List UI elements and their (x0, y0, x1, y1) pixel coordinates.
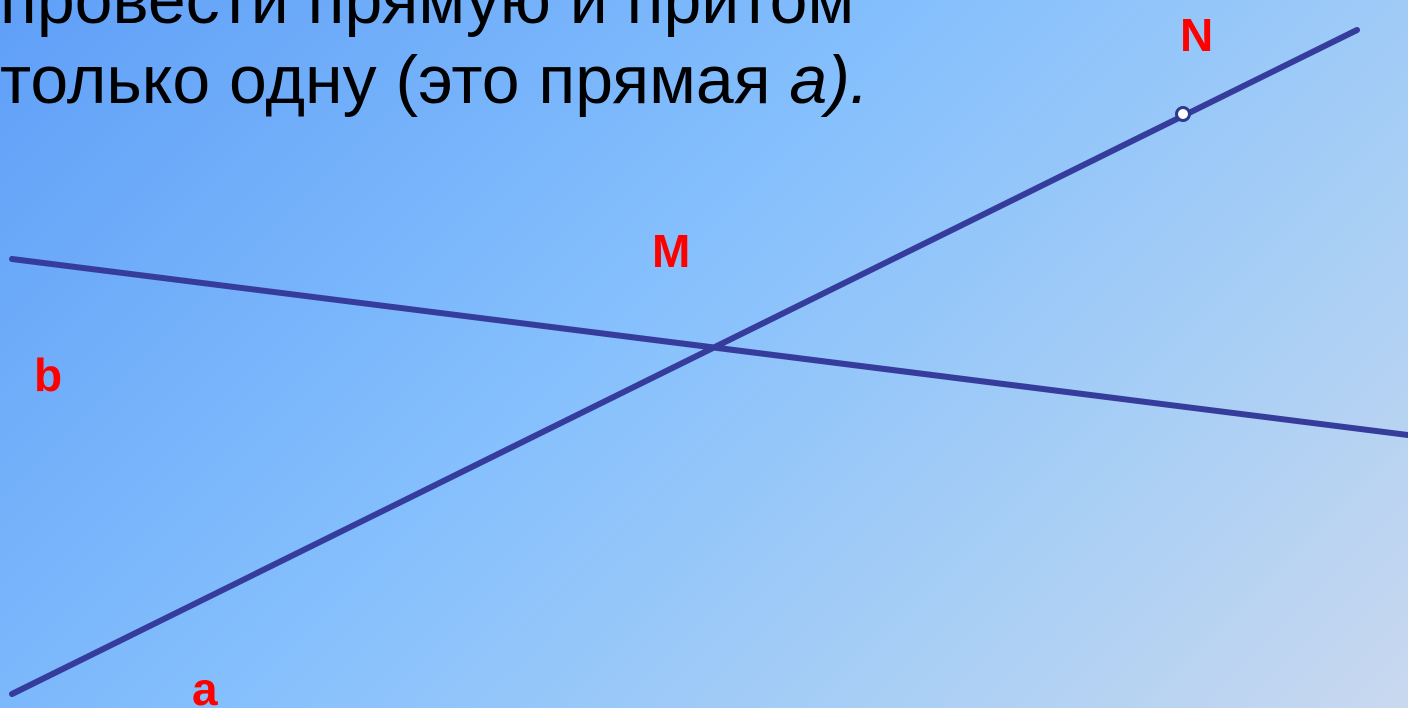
label-n: N (1180, 9, 1214, 61)
text-line-2-italic: а). (789, 42, 869, 118)
label-m: M (652, 225, 691, 277)
label-a: a (192, 663, 218, 708)
point-n (1175, 106, 1191, 122)
text-line-1: провести прямую и притом (0, 0, 855, 38)
text-line-2-main: только одну (это прямая (0, 42, 790, 118)
line-a (9, 27, 1360, 697)
text-line-2: только одну (это прямая а). (0, 46, 869, 114)
line-b (9, 256, 1408, 438)
label-b: b (34, 349, 63, 401)
